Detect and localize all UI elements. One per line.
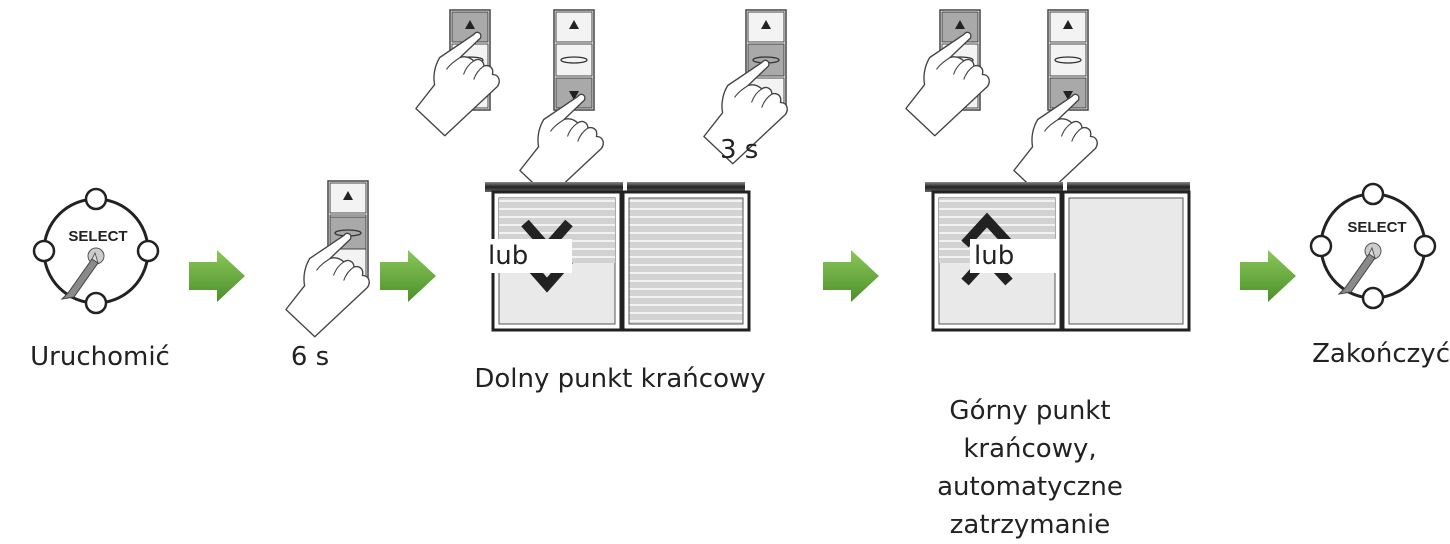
start-caption: Uruchomić (30, 342, 170, 372)
hold-6s-illustration (285, 180, 370, 338)
upper-switches-illustration (905, 9, 1098, 199)
upper-caption-line: krańcowy, (963, 434, 1097, 464)
upper-caption-line: Górny punkt (949, 396, 1111, 426)
select-dial-icon: SELECT (32, 187, 160, 315)
select-dial-icon: SELECT (1309, 182, 1437, 310)
lower-or-label: lub (484, 239, 572, 273)
roller-blind-icon (925, 182, 1191, 332)
select-label: SELECT (68, 228, 127, 245)
end-step: SELECT (1297, 170, 1447, 320)
green-arrow-icon (380, 250, 436, 302)
lower-caption: Dolny punkt krańcowy (474, 364, 766, 394)
upper-caption-line: automatyczne (937, 472, 1123, 502)
green-arrow-icon (1240, 250, 1296, 302)
lower-time-label: 3 s (720, 135, 759, 165)
upper-caption-line: zatrzymanie (949, 510, 1111, 540)
hold-6s-caption: 6 s (290, 342, 330, 372)
end-caption: Zakończyć (1312, 339, 1450, 369)
start-step: SELECT (20, 175, 170, 325)
upper-caption: Górny punkt krańcowy, automatyczne zatrz… (930, 392, 1130, 544)
lower-switches-illustration (415, 9, 788, 199)
select-label: SELECT (1347, 219, 1406, 236)
green-arrow-icon (823, 250, 879, 302)
upper-or-label: lub (970, 239, 1058, 273)
